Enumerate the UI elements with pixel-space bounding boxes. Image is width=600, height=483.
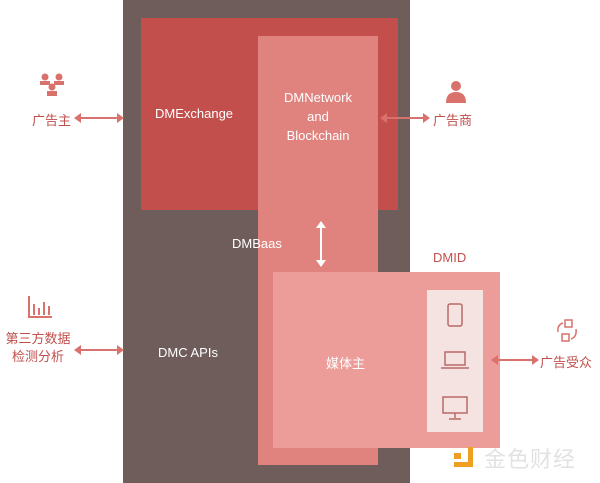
ad-agency-label: 广告商: [433, 113, 473, 128]
dmc-apis-label: DMC APIs: [158, 345, 218, 360]
devices-panel: [427, 290, 483, 432]
advertiser-arrow: [74, 113, 124, 123]
advertiser-icon: [40, 73, 64, 96]
dmexchange-label: DMExchange: [155, 106, 234, 121]
ad-agency-icon: [446, 81, 466, 103]
dmid-label: DMID: [433, 250, 467, 265]
audience-arrow: [491, 355, 539, 365]
third-party-line1: 第三方数据: [5, 331, 71, 346]
media-owner-label: 媒体主: [326, 356, 366, 371]
vertical-arrow: [316, 221, 326, 267]
dmnetwork-line3: Blockchain: [286, 128, 350, 143]
tablet-icon: [447, 303, 463, 327]
audience-icon: [557, 319, 577, 342]
third-party-label: 第三方数据 检测分析: [2, 330, 74, 366]
third-party-line2: 检测分析: [11, 349, 64, 364]
watermark: 金色财经: [452, 442, 576, 474]
ad-agency-arrow: [380, 113, 430, 123]
monitor-icon: [442, 396, 468, 414]
device-icons: [441, 303, 469, 420]
chart-icon: [28, 296, 52, 318]
watermark-text: 金色财经: [484, 447, 577, 472]
dmbaas-label: DMBaas: [232, 236, 282, 251]
dmnetwork-line1: DMNetwork: [284, 90, 352, 105]
watermark-logo-icon: [454, 447, 473, 467]
advertiser-label: 广告主: [32, 113, 72, 128]
audience-label: 广告受众: [540, 355, 593, 370]
dmnetwork-line2: and: [307, 109, 329, 124]
laptop-icon: [444, 351, 466, 366]
third-party-arrow: [74, 345, 124, 355]
dmnetwork-label: DMNetwork and Blockchain: [258, 88, 378, 145]
